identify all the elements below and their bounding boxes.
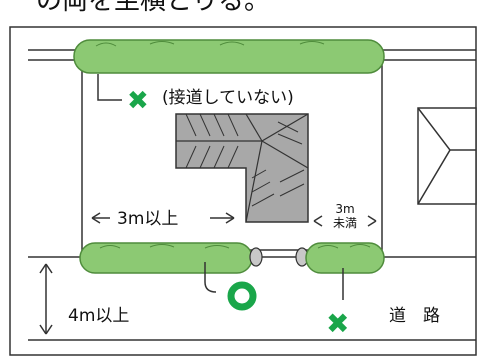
label-width-under-3m-bottom: 未満	[333, 216, 357, 230]
bottom-left-hedge	[79, 242, 253, 274]
label-road: 道 路	[389, 306, 440, 326]
dimension-3m-or-more	[91, 212, 235, 224]
bottom-invalid-mark: ✖	[326, 307, 349, 340]
valid-mark-text: ○	[242, 295, 243, 297]
label-road-width: 4m以上	[68, 306, 129, 326]
top-hedge-leader-line	[97, 74, 122, 101]
header-partial-text: の両を坐横とりる。	[36, 0, 270, 16]
dimension-road-width	[39, 263, 53, 335]
bottom-right-hedge	[305, 242, 385, 274]
label-width-under-3m-top: 3m	[335, 202, 354, 216]
valid-circle-mark	[227, 281, 257, 311]
top-hedge	[73, 39, 385, 74]
label-width-3m-or-more: 3m以上	[117, 209, 178, 229]
valid-leader-line	[204, 262, 217, 293]
label-no-road-contact: (接道していない)	[162, 88, 294, 108]
main-house-roof	[175, 113, 309, 223]
dimension-under-3m	[313, 215, 377, 227]
gate-post-left	[249, 247, 263, 267]
neighbor-house	[417, 107, 477, 205]
top-invalid-mark: ✖	[127, 86, 149, 116]
